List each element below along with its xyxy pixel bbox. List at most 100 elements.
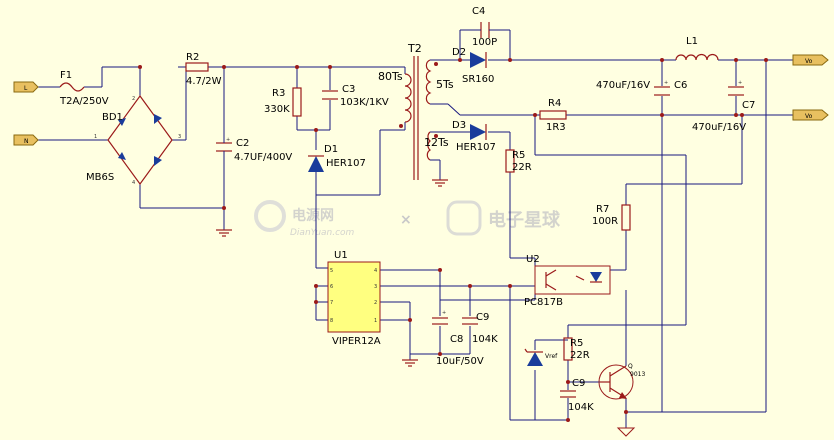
transformer-t2-secondary-turns: 5Ts: [436, 78, 454, 91]
wires: [38, 29, 793, 428]
svg-text:3: 3: [178, 134, 181, 140]
watermark-dianyuan-title: 电源网: [292, 207, 334, 224]
transistor-q: Q 9013: [598, 363, 645, 400]
resistor-r3: R3 330K: [264, 87, 302, 117]
diode-d2-value: SR160: [462, 74, 494, 85]
resistor-r7: R7 100R: [592, 204, 631, 231]
resistor-r2-ref: R2: [186, 52, 199, 63]
capacitor-c8-ref: C8: [450, 334, 463, 345]
diode-d3: D3 HER107: [452, 120, 496, 153]
capacitor-c2-ref: C2: [236, 138, 249, 149]
shunt-reference-vref-ref: Vref: [545, 353, 558, 360]
resistor-r5-upper: R5 22R: [505, 149, 532, 173]
diode-d2-ref: D2: [452, 47, 466, 58]
resistor-r5-upper-ref: R5: [512, 150, 525, 161]
svg-text:1: 1: [94, 134, 97, 140]
resistor-r4-ref: R4: [548, 98, 561, 109]
capacitor-c3-value: 103K/1KV: [340, 97, 389, 108]
svg-text:6: 6: [330, 284, 333, 290]
ground-aux: [432, 179, 448, 187]
bridge-bd1-value: MB6S: [86, 172, 114, 183]
bridge-bd1: 1 2 3 4 BD1 MB6S: [86, 94, 181, 186]
terminal-vo-2-label: Vo: [805, 113, 813, 120]
inductor-l1-ref: L1: [686, 36, 698, 47]
svg-text:8: 8: [330, 318, 333, 324]
resistor-r3-value: 330K: [264, 104, 290, 115]
svg-text:7: 7: [330, 300, 333, 306]
terminal-vo-1-label: Vo: [805, 58, 813, 65]
ground-primary: [216, 229, 232, 237]
capacitor-c4: C4 100P: [472, 6, 497, 48]
capacitor-c9-upper-value: 104K: [472, 334, 498, 345]
capacitor-c4-ref: C4: [472, 6, 485, 17]
capacitor-c3-ref: C3: [342, 84, 355, 95]
resistor-r7-ref: R7: [596, 204, 609, 215]
svg-text:2: 2: [132, 96, 135, 102]
svg-text:+: +: [664, 80, 668, 86]
junctions: [138, 58, 768, 422]
capacitor-c9-lower-ref: C9: [572, 378, 585, 389]
svg-text:1: 1: [374, 318, 377, 324]
fuse-f1-ref: F1: [60, 70, 72, 81]
optocoupler-u2-ref: U2: [526, 254, 540, 265]
capacitor-c2: + C2 4.7UF/400V: [216, 136, 292, 163]
diode-d3-ref: D3: [452, 120, 466, 131]
ground-secondary: [616, 427, 636, 437]
transistor-q-value: 9013: [630, 371, 645, 378]
resistor-r7-value: 100R: [592, 216, 618, 227]
svg-text:+: +: [226, 137, 230, 143]
resistor-r4-value: 1R3: [546, 122, 566, 133]
ground-viper: [402, 359, 418, 367]
optocoupler-u2: U2 PC817B: [524, 254, 611, 308]
capacitor-c7-ref: C7: [742, 100, 755, 111]
terminal-vo-2: Vo: [792, 109, 829, 121]
transformer-t2-primary-turns: 80Ts: [378, 70, 403, 83]
inductor-l1: L1: [675, 36, 719, 61]
capacitor-c3: C3 103K/1KV: [322, 84, 389, 108]
transformer-t2: T2 80Ts 5Ts 12Ts: [378, 42, 454, 180]
resistor-r5-lower: R5 22R: [563, 337, 590, 361]
capacitor-c7: + C7 470uF/16V: [692, 80, 755, 133]
watermark-dianzixingqiu: 电子星球: [446, 200, 561, 236]
diode-d3-value: HER107: [456, 142, 496, 153]
capacitor-c9-lower: C9 104K: [560, 378, 594, 413]
capacitor-c2-value: 4.7UF/400V: [234, 152, 292, 163]
transformer-t2-aux-turns: 12Ts: [424, 136, 449, 149]
bridge-bd1-ref: BD1: [102, 112, 123, 123]
terminal-n: N: [13, 134, 39, 146]
diode-d2: D2 SR160: [452, 47, 494, 85]
svg-text:4: 4: [132, 180, 135, 186]
resistor-r2-value: 4.7/2W: [186, 76, 222, 87]
terminal-n-label: N: [24, 138, 29, 145]
capacitor-c4-value: 100P: [472, 37, 497, 48]
capacitor-c7-value: 470uF/16V: [692, 122, 746, 133]
capacitor-c9-upper-ref: C9: [476, 312, 489, 323]
svg-text:+: +: [442, 310, 446, 316]
watermark-separator: ×: [400, 212, 412, 228]
watermark-dianyuan-url: DianYuan.com: [290, 228, 355, 238]
optocoupler-u2-value: PC817B: [524, 297, 563, 308]
watermark-dianyuan: 电源网 DianYuan.com: [254, 200, 355, 238]
capacitor-c6-ref: C6: [674, 80, 687, 91]
resistor-r2: R2 4.7/2W: [185, 52, 222, 87]
capacitor-c9-upper: C9 104K: [462, 312, 498, 345]
resistor-r3-ref: R3: [272, 88, 285, 99]
resistor-r4: R4 1R3: [539, 98, 567, 133]
fuse-f1-value: T2A/250V: [59, 96, 109, 107]
svg-text:5: 5: [330, 268, 333, 274]
transistor-q-ref: Q: [628, 363, 633, 370]
shunt-reference-vref: Vref: [524, 348, 558, 366]
resistor-r5-lower-value: 22R: [570, 350, 590, 361]
capacitor-c6-value: 470uF/16V: [596, 80, 650, 91]
svg-text:4: 4: [374, 268, 377, 274]
capacitor-c8-value: 10uF/50V: [436, 356, 484, 367]
diode-d1: D1 HER107: [308, 144, 366, 172]
svg-text:+: +: [738, 80, 742, 86]
ic-u1-value: VIPER12A: [332, 336, 381, 347]
terminal-l: L: [13, 81, 39, 93]
resistor-r5-lower-ref: R5: [570, 338, 583, 349]
svg-text:2: 2: [374, 300, 377, 306]
ic-u1: 5 6 7 8 4 3 2 1 U1 VIPER12A: [327, 250, 381, 347]
transformer-t2-ref: T2: [407, 42, 422, 55]
